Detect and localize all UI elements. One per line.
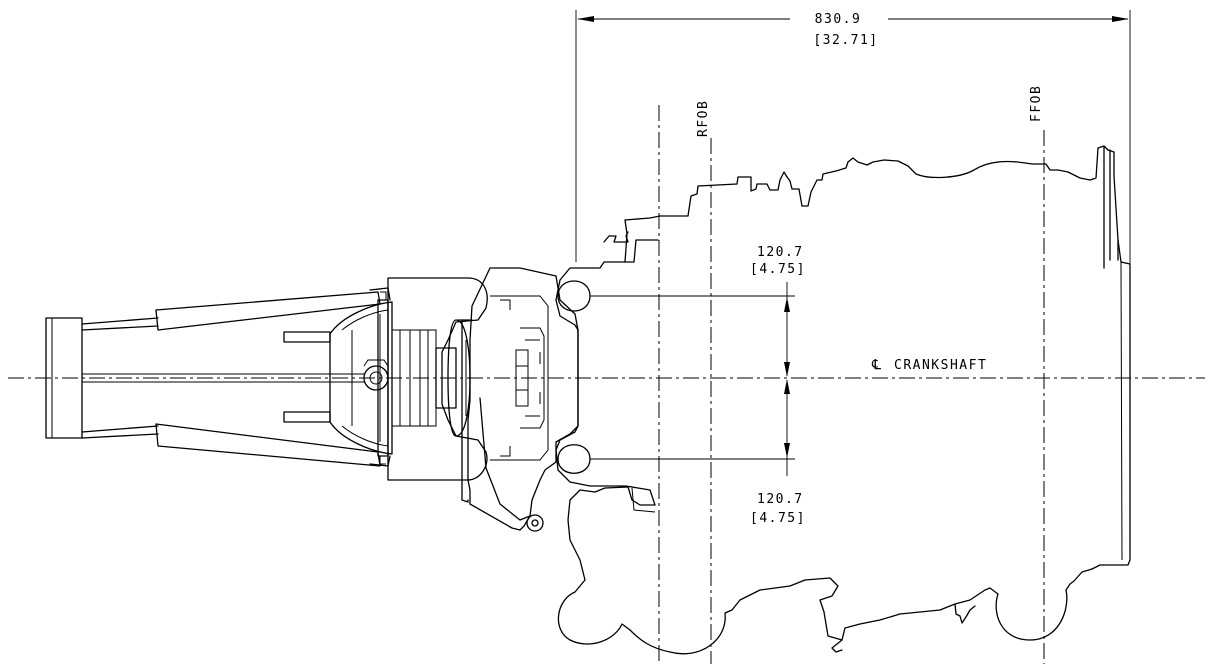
engine-block-outline <box>555 145 1131 655</box>
offset-arrow-mid-up <box>784 362 790 377</box>
clutch-disc <box>447 319 471 437</box>
offset-arrow-mid-down <box>784 379 790 394</box>
gearbox-case <box>387 277 488 481</box>
centerline-symbol: ℄ <box>871 357 883 373</box>
oil-pan-bracket <box>954 603 976 624</box>
rfob-label: RFOB <box>696 100 711 137</box>
upper-puller-rod <box>81 317 159 331</box>
bellhousing-ribs <box>520 327 545 429</box>
flange-ring <box>377 299 389 457</box>
front-cover-detail <box>1120 261 1123 561</box>
upper-offset-in: [4.75] <box>750 262 806 277</box>
crankshaft-label-group: ℄ CRANKSHAFT <box>871 357 987 373</box>
overall-length-dimension: 830.9 [32.71] <box>575 10 1131 265</box>
overall-length-mm: 830.9 <box>815 12 862 27</box>
gearbox-rings <box>399 330 429 426</box>
upper-rear-housing <box>603 231 629 243</box>
overall-length-in: [32.71] <box>813 33 878 48</box>
pto-bracket-arm <box>479 397 531 521</box>
lower-puller-rod <box>81 425 159 439</box>
upper-offset-mm: 120.7 <box>757 245 804 260</box>
pto-pivot-outer <box>526 514 544 532</box>
bellhousing-plate <box>467 267 579 531</box>
lower-housing-step <box>631 487 656 513</box>
center-hub-inner <box>369 371 383 385</box>
lower-offset-in: [4.75] <box>750 511 806 526</box>
dimension-arrow-right <box>1112 16 1129 22</box>
flywheel-hub <box>515 349 529 407</box>
ffob-label: FFOB <box>1029 85 1044 122</box>
lower-offset-mm: 120.7 <box>757 492 804 507</box>
center-screw-shaft <box>82 373 364 383</box>
upper-housing-step <box>624 239 659 263</box>
dimension-arrow-left <box>577 16 594 22</box>
upper-stud <box>283 331 331 343</box>
offset-arrow-top <box>784 297 790 312</box>
upper-mount-boss <box>557 280 591 312</box>
clutch-disc-inner <box>461 332 467 424</box>
lower-mount-boss <box>557 444 591 474</box>
bellhousing-inner <box>490 295 549 461</box>
offset-arrow-bottom <box>784 443 790 458</box>
pto-pivot-inner <box>531 519 539 527</box>
lower-puller-sleeve <box>155 423 381 467</box>
end-block <box>45 317 83 439</box>
crankshaft-label: CRANKSHAFT <box>894 358 987 373</box>
lower-puller-extension <box>369 455 391 467</box>
hub-bolt <box>363 359 389 367</box>
rear-right-accessory <box>1103 145 1119 269</box>
oil-pan-drain-tab <box>831 639 843 653</box>
bell-cone-ring-2 <box>351 314 381 442</box>
bell-cone-ring-1 <box>341 309 389 447</box>
upper-puller-extension <box>369 287 391 301</box>
upper-puller-sleeve <box>155 291 381 331</box>
bellhousing-fasteners <box>500 299 541 457</box>
offset-dimensions: 120.7 [4.75] 120.7 [4.75] <box>590 245 806 526</box>
bell-cone <box>329 301 393 455</box>
lower-stud <box>283 411 331 423</box>
